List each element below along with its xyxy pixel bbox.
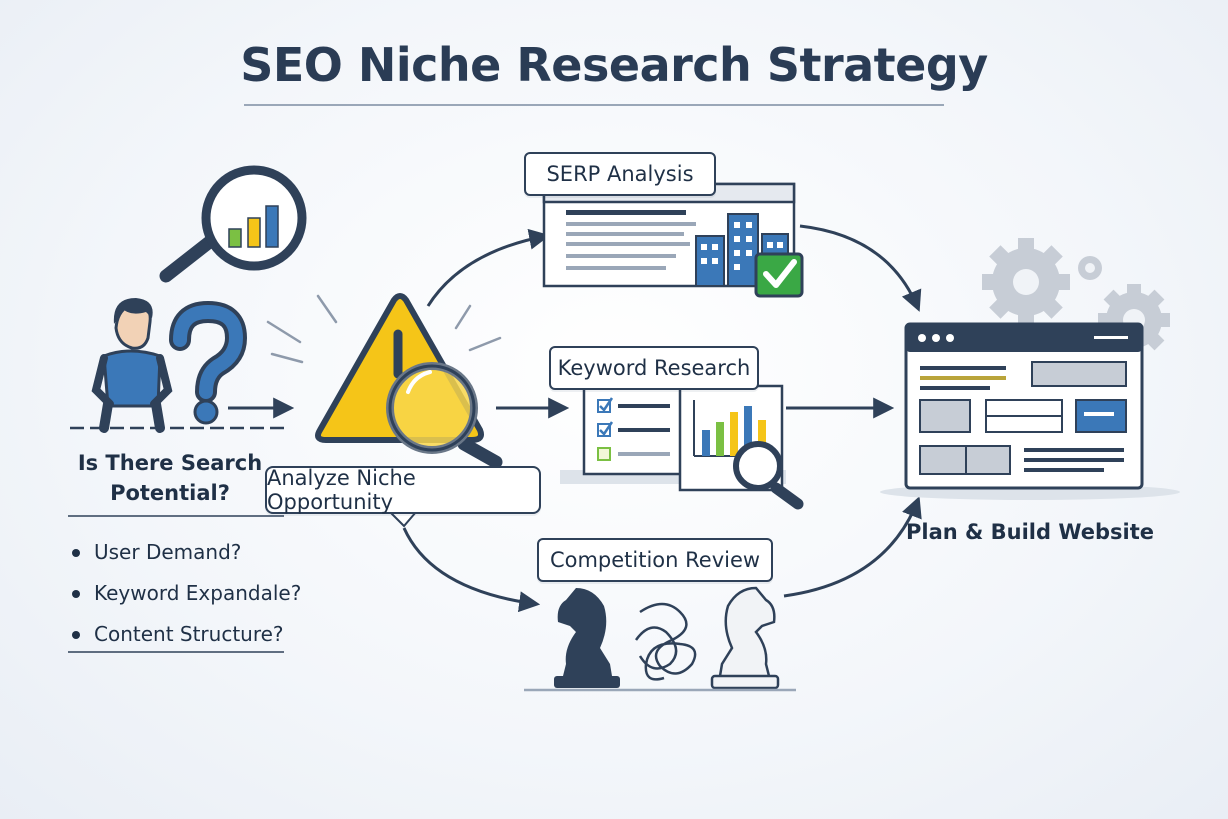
arrow-competition-to-website (783, 496, 922, 598)
analyze-label-pointer (389, 511, 417, 528)
question-item-user-demand: User Demand? (72, 532, 301, 573)
competition-review-label: Competition Review (537, 538, 773, 582)
serp-analysis-label: SERP Analysis (524, 152, 716, 196)
check-icon (754, 252, 804, 298)
chess-knight-icon (554, 588, 620, 688)
arrow-to-serp (426, 228, 551, 307)
question-item-content-structure: Content Structure? (72, 614, 301, 655)
plan-build-website-label: Plan & Build Website (905, 520, 1154, 544)
keyword-search-icon (733, 441, 804, 510)
browser-window-icon (880, 322, 1180, 500)
person-icon (91, 298, 173, 433)
tangle-icon (634, 602, 697, 681)
keyword-research-label: Keyword Research (549, 346, 759, 390)
attention-rays (266, 294, 502, 364)
search-potential-question: Is There Search Potential? (77, 451, 263, 505)
chess-knight-white-icon (710, 586, 780, 690)
search-icon (386, 362, 503, 469)
arrow-to-competition (402, 527, 541, 613)
analyze-niche-label: Analyze Niche Opportunity (265, 466, 541, 514)
question-list: User Demand? Keyword Expandale? Content … (72, 532, 301, 655)
question-item-keyword-expandable: Keyword Expandale? (72, 573, 301, 614)
checklist-icon (582, 386, 686, 476)
page-title: SEO Niche Research Strategy (240, 38, 988, 92)
question-mark-icon (169, 300, 248, 425)
magnifier-chart-icon (159, 165, 307, 283)
arrow-serp-to-website (799, 224, 922, 312)
